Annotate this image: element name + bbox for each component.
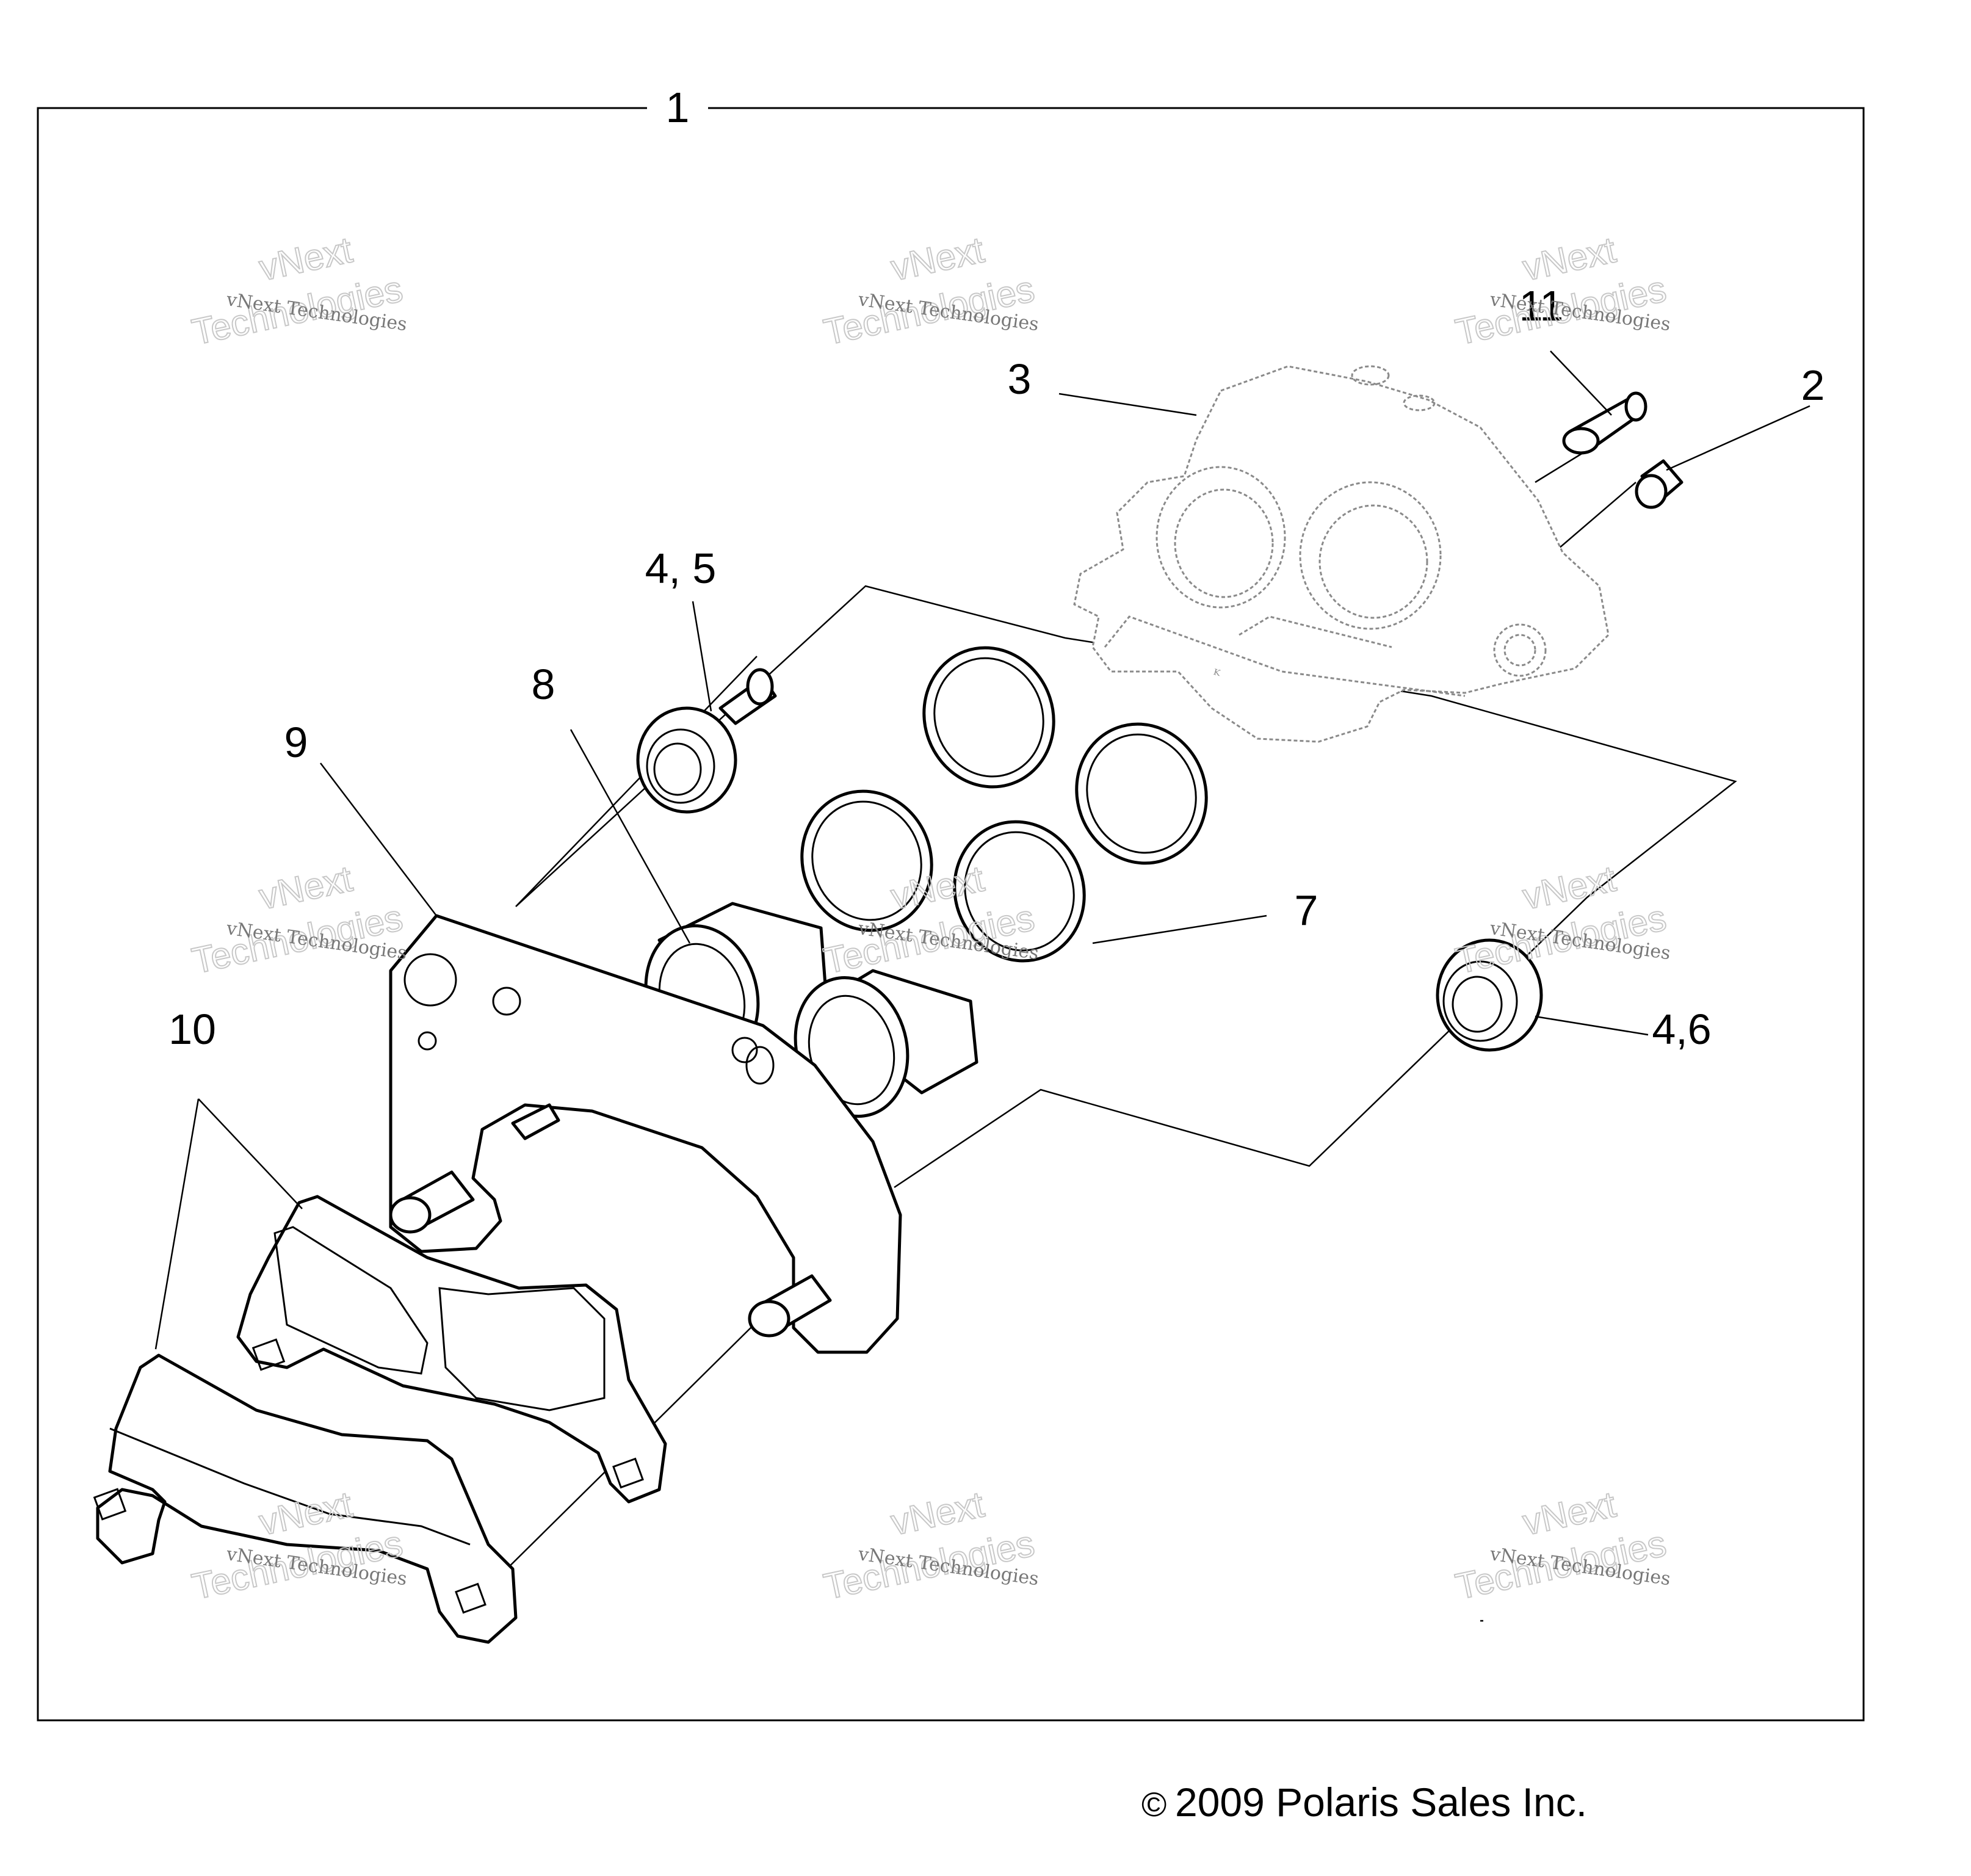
watermark: vNext Technologies vNext Technologies <box>1452 1483 1672 1607</box>
watermark: vNext Technologies vNext Technologies <box>820 1483 1040 1607</box>
copyright-notice: © 2009 Polaris Sales Inc. <box>1141 1780 1587 1825</box>
pin-boot-part-4-5 <box>636 668 777 814</box>
watermark: vNext Technologies vNext Technologies <box>188 228 408 353</box>
svg-text:vNext: vNext <box>888 229 988 288</box>
bleeder-screw-part-11 <box>1562 391 1647 455</box>
brake-pads-part-10 <box>93 1195 667 1644</box>
callout-11: 11 <box>1519 282 1564 330</box>
svg-text:vNext: vNext <box>256 858 356 917</box>
callout-10: 10 <box>168 1005 216 1053</box>
svg-text:vNext: vNext <box>256 229 356 288</box>
callout-labels: 1 2 3 4, 5 4,6 7 8 9 10 11 <box>168 84 1825 1053</box>
watermark: vNext Technologies vNext Technologies <box>188 857 408 982</box>
callout-8: 8 <box>532 661 555 708</box>
callout-4-6: 4,6 <box>1652 1005 1711 1053</box>
assembly-frame <box>37 107 1865 1722</box>
caliper-body-part-3: ᴷ <box>1073 365 1610 743</box>
svg-text:vNext: vNext <box>1519 858 1619 917</box>
callout-2: 2 <box>1801 361 1825 409</box>
callout-9: 9 <box>284 719 308 766</box>
callout-4-5: 4, 5 <box>645 545 717 592</box>
callout-3: 3 <box>1008 355 1032 403</box>
piston-seals-part-7 <box>800 646 1208 963</box>
pin-boot-part-4-6 <box>1436 938 1543 1052</box>
svg-text:vNext: vNext <box>888 1483 988 1543</box>
callout-7: 7 <box>1295 886 1318 934</box>
bleeder-cap-part-2 <box>1635 459 1683 509</box>
caliper-bracket-part-9 <box>389 914 902 1354</box>
watermark: vNext Technologies vNext Technologies <box>1452 857 1672 982</box>
svg-text:vNext: vNext <box>1519 229 1619 288</box>
callout-1: 1 <box>666 84 690 131</box>
svg-text:vNext: vNext <box>1519 1483 1619 1543</box>
copyright-symbol: © <box>1141 1785 1166 1823</box>
watermark: vNext Technologies vNext Technologies <box>820 228 1040 353</box>
watermark: vNext Technologies vNext Technologies <box>1452 228 1672 353</box>
copyright-text: 2009 Polaris Sales Inc. <box>1175 1780 1587 1825</box>
callout-leaders <box>154 350 1810 1350</box>
